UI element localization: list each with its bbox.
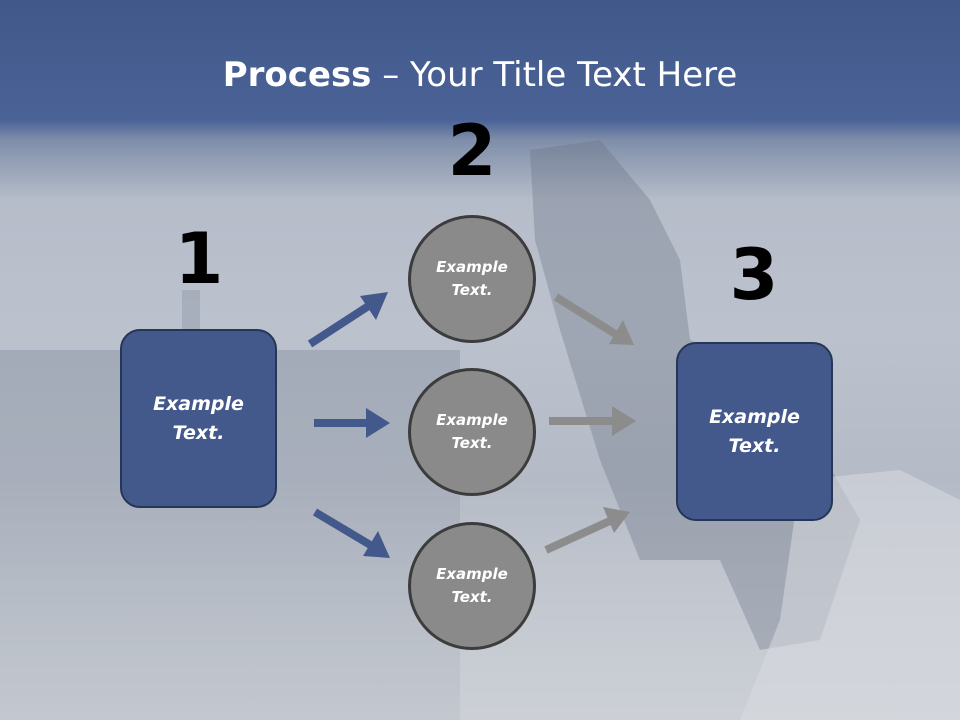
arrow-gray-up [544,507,630,554]
step-2-circle-bottom: Example Text. [408,522,536,650]
step-number-2: 2 [447,110,497,192]
step-3-label: Example Text. [709,405,800,457]
arrow-gray-middle [549,406,636,436]
arrow-blue-down [312,508,390,558]
circle-middle-label: Example Text. [436,411,508,452]
circle-top-label: Example Text. [436,258,508,299]
step-2-circle-top: Example Text. [408,215,536,343]
step-1-box: Example Text. [120,329,277,508]
title-rest: – Your Title Text Here [371,55,738,95]
title-bold: Process [222,55,372,95]
step-number-3: 3 [729,234,779,316]
step-2-circle-middle: Example Text. [408,368,536,496]
step-3-box: Example Text. [676,342,833,521]
arrow-gray-down [553,293,634,345]
balcony-ledge [740,470,960,720]
slide-title: Process – Your Title Text Here [0,52,960,98]
step-1-label: Example Text. [153,392,244,444]
arrow-blue-up [307,292,388,348]
arrow-blue-middle [314,408,390,438]
circle-bottom-label: Example Text. [436,565,508,606]
step-number-1: 1 [174,218,224,300]
